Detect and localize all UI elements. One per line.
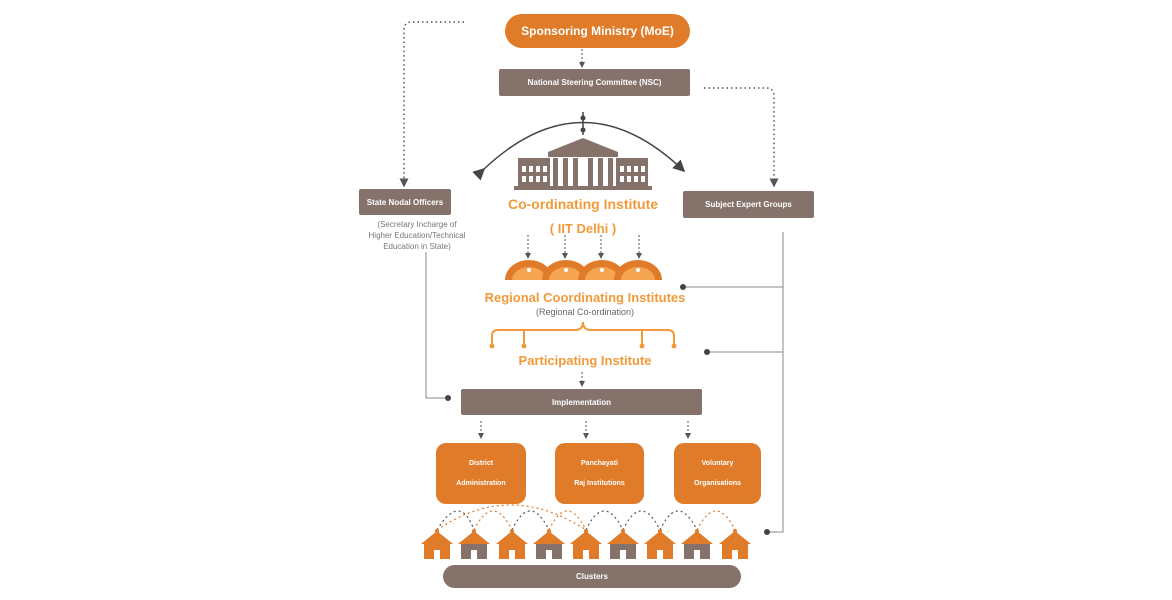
state-nodal-to-implementation-line xyxy=(425,252,446,399)
clusters-node: Clusters xyxy=(443,565,741,588)
state-nodal-officers-node: State Nodal Officers xyxy=(359,189,451,215)
agency-line-2: Raj Institutions xyxy=(574,480,625,488)
agency-line-1: Panchayati xyxy=(581,459,618,467)
state-nodal-note: (Secretary Incharge of Higher Education/… xyxy=(352,219,482,252)
nsc-to-experts-connector xyxy=(704,87,779,188)
participating-bracket xyxy=(491,321,675,346)
implementation-node: Implementation xyxy=(461,389,702,415)
panchayati-raj-node: Panchayati Raj Institutions xyxy=(555,443,644,504)
sponsoring-ministry-node: Sponsoring Ministry (MoE) xyxy=(505,14,690,48)
participating-institute-title: Participating Institute xyxy=(518,353,652,368)
building-icon xyxy=(514,138,652,190)
agency-line-2: Administration xyxy=(456,480,506,488)
cluster-arcs xyxy=(436,504,736,531)
nsc-node: National Steering Committee (NSC) xyxy=(499,69,690,96)
moe-to-state-nodal-connector xyxy=(399,21,464,188)
state-nodal-note-line-1: (Secretary Incharge of xyxy=(377,220,457,229)
iit-delhi-label: ( IIT Delhi ) xyxy=(549,221,617,236)
regional-institute-icon xyxy=(505,260,662,280)
experts-support-line xyxy=(770,232,784,533)
state-nodal-note-line-2: Higher Education/Technical xyxy=(368,231,466,240)
regional-note: (Regional Co-ordination) xyxy=(535,307,635,317)
voluntary-organisations-node: Voluntary Organisations xyxy=(674,443,761,504)
regional-institutes-title: Regional Coordinating Institutes xyxy=(484,290,686,305)
agency-line-2: Organisations xyxy=(693,480,742,488)
house-icon xyxy=(421,529,751,559)
state-nodal-note-line-3: Education in State) xyxy=(383,242,451,251)
district-administration-node: District Administration xyxy=(436,443,526,504)
agency-line-1: District xyxy=(468,459,494,467)
coordinating-institute-title: Co-ordinating Institute xyxy=(507,196,659,212)
agency-line-1: Voluntary xyxy=(701,459,734,467)
subject-expert-groups-node: Subject Expert Groups xyxy=(683,191,814,218)
